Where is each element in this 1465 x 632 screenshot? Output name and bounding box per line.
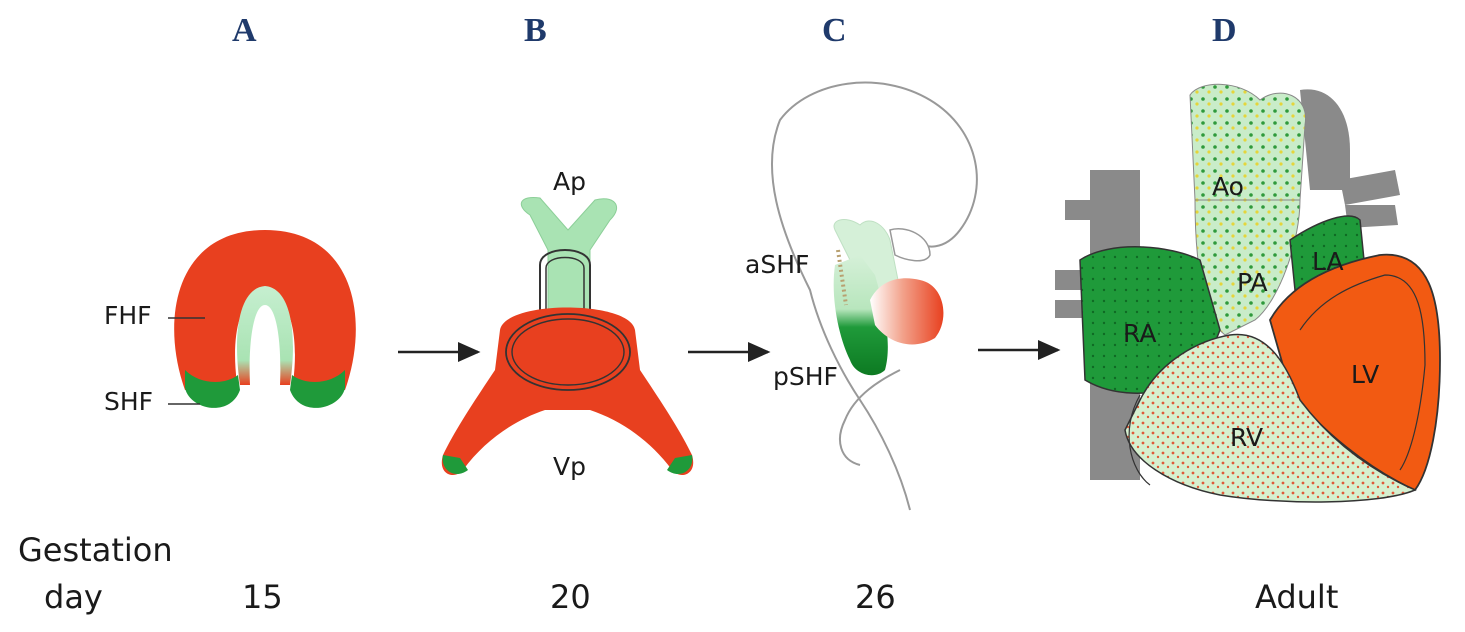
panel-b-heart-tube [441, 196, 694, 475]
panel-letter-a: A [232, 12, 257, 49]
label-ap: Ap [553, 167, 586, 196]
timeline-caption-line2: day [44, 578, 103, 616]
panel-c-embryo [770, 81, 978, 511]
panel-letter-d: D [1212, 12, 1237, 49]
label-ra: RA [1123, 319, 1157, 348]
label-lv: LV [1351, 360, 1380, 389]
label-rv: RV [1230, 423, 1264, 452]
timeline-day-adult: Adult [1255, 578, 1339, 616]
timeline-day-26: 26 [855, 578, 896, 616]
label-ashf: aSHF [745, 250, 810, 279]
panel-a-crescent [168, 230, 356, 408]
label-shf: SHF [104, 387, 154, 416]
panel-d-adult-heart [1055, 83, 1441, 503]
timeline-day-20: 20 [550, 578, 591, 616]
label-pshf: pSHF [773, 362, 838, 391]
timeline-caption-line1: Gestation [18, 531, 173, 569]
label-pa: PA [1237, 268, 1268, 297]
label-fhf: FHF [104, 301, 152, 330]
timeline-day-15: 15 [242, 578, 283, 616]
panel-letter-c: C [822, 12, 847, 49]
label-ao: Ao [1212, 172, 1244, 201]
label-vp: Vp [553, 452, 586, 481]
label-la: LA [1312, 247, 1344, 276]
panel-letter-b: B [524, 12, 547, 49]
